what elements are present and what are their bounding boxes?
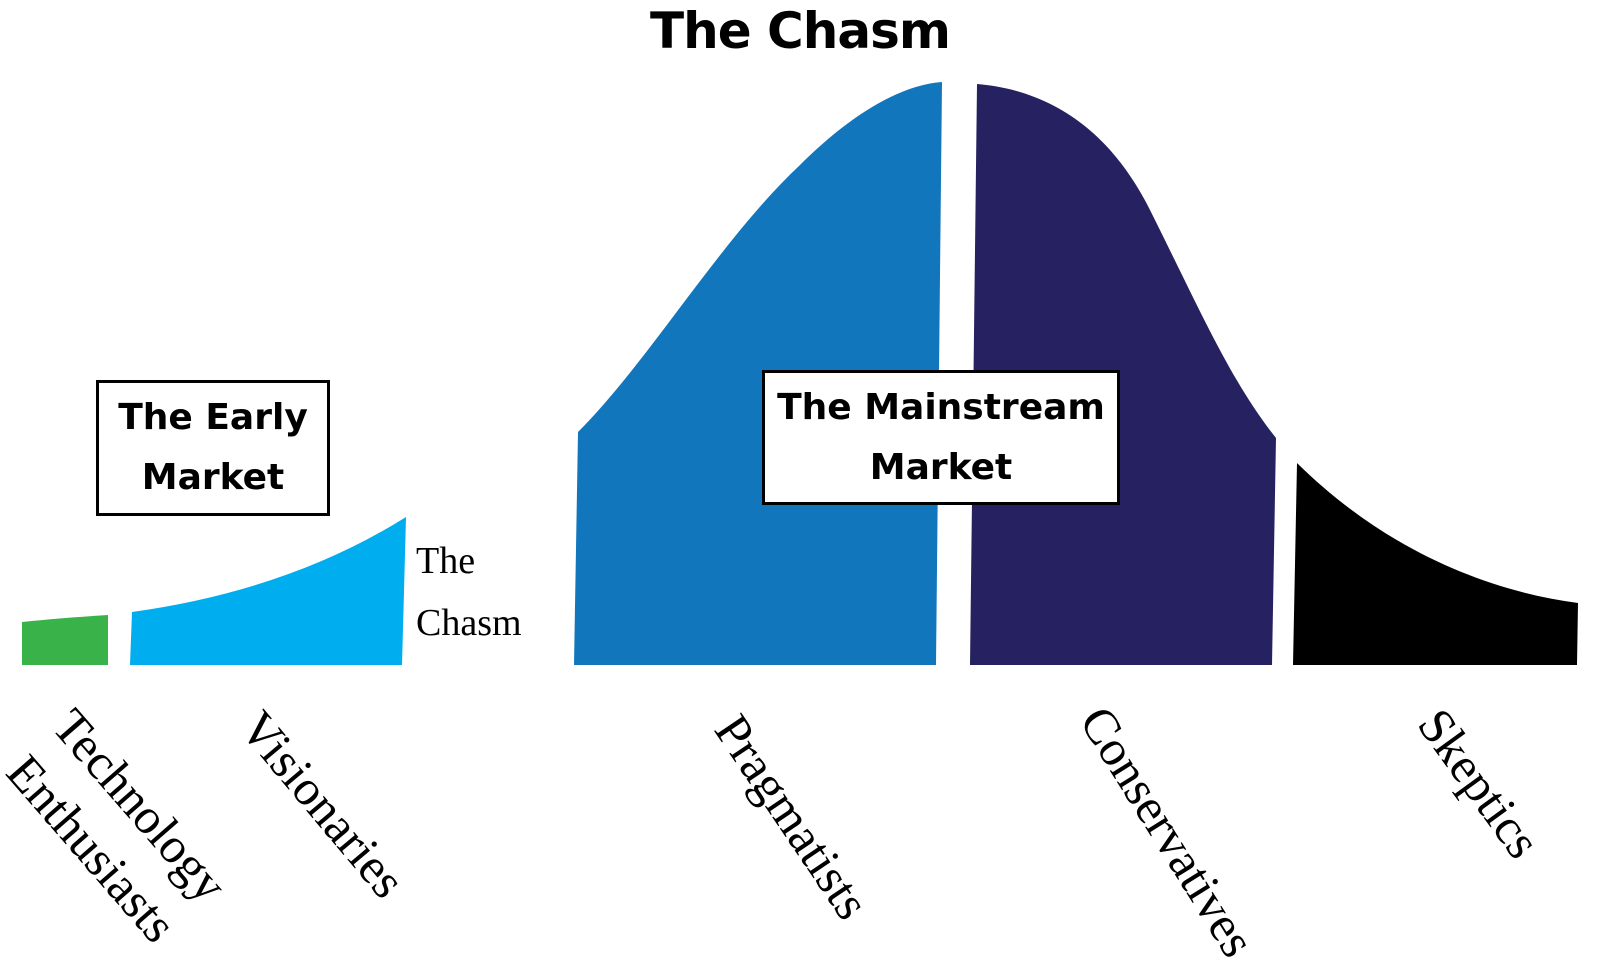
mainstream-market-line2: Market [869, 446, 1013, 488]
chasm-label-line1: The [416, 540, 476, 582]
mainstream-market-line1: The Mainstream [777, 386, 1105, 428]
segment-visionaries [130, 517, 406, 665]
early-market-box: The Early Market [96, 380, 330, 516]
chasm-label-line2: Chasm [416, 602, 522, 644]
segment-skeptics [1293, 463, 1578, 665]
mainstream-market-box: The Mainstream Market [762, 370, 1120, 505]
chasm-label: The Chasm [416, 530, 522, 654]
segment-pragmatists [574, 82, 942, 665]
diagram-title: The Chasm [650, 2, 951, 60]
segment-technology-enthusiasts [22, 615, 108, 665]
early-market-line1: The Early [118, 397, 308, 438]
early-market-line2: Market [141, 457, 285, 498]
segment-conservatives [970, 84, 1276, 665]
